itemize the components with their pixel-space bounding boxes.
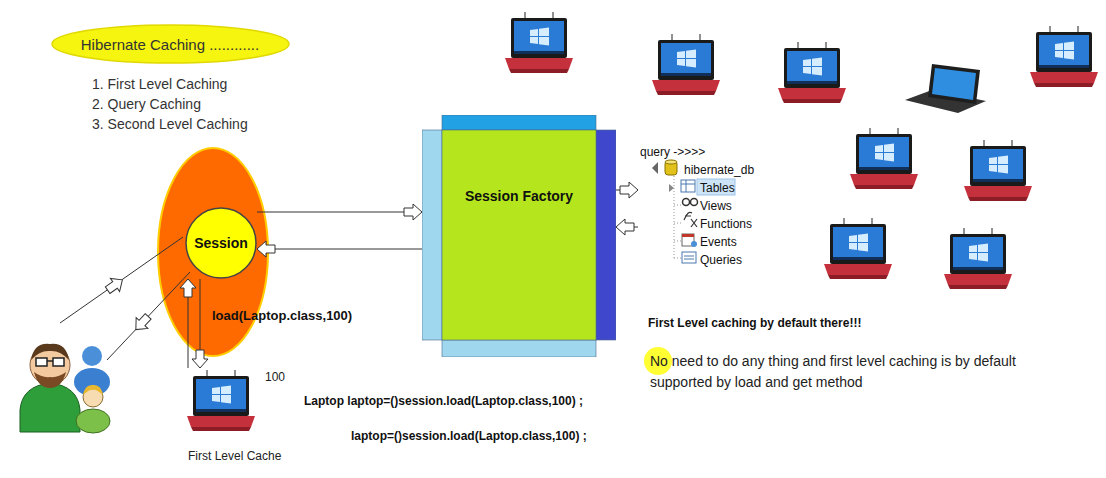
connector-arrow (188, 279, 189, 368)
user-figures (36, 358, 47, 366)
laptop-crowd (1030, 26, 1098, 87)
user-figures (20, 344, 110, 433)
database-tree-icons (684, 259, 694, 260)
tablet-icon (928, 64, 980, 104)
session-circle-text: Session (194, 235, 248, 251)
database-tree-icons (652, 162, 658, 174)
cache-laptop (187, 370, 255, 431)
database-tree-text: Events (700, 233, 737, 251)
code-line: laptop=()session.load(Laptop.class,100) … (351, 429, 587, 444)
session-ellipse (158, 148, 268, 356)
database-tree-icons (674, 241, 682, 242)
laptop-crowd (778, 42, 846, 103)
session-factory-box: Session Factory (422, 115, 616, 357)
session-factory-box-text: Session Factory (422, 187, 616, 205)
database-tree-icons (674, 205, 682, 206)
connector-arrow (200, 279, 201, 368)
note-text: No need to do any thing and first level … (650, 351, 1055, 393)
user-request-arrows (60, 237, 183, 323)
laptop-crowd (964, 140, 1032, 201)
tablet-icon (905, 90, 986, 113)
connector-arrow (616, 190, 638, 191)
user-figures (34, 372, 66, 388)
laptop-crowd (652, 34, 720, 95)
session-factory-box-panel (442, 340, 596, 357)
user-request-arrows (107, 272, 190, 360)
connector-arrow (616, 227, 638, 228)
database-tree-icons (681, 184, 695, 185)
laptop-crowd (944, 228, 1012, 289)
database-tree-icons (682, 234, 694, 237)
first-level-cache-text: First Level Cache (188, 448, 281, 464)
cache-laptop (187, 370, 255, 431)
database-tree-text: Functions (700, 215, 752, 233)
session-factory-box-panel (442, 115, 596, 130)
tablet-icon (932, 68, 976, 100)
database-tree-text: Tables (700, 179, 735, 197)
database-tree-icons (665, 161, 677, 175)
list-item: 2. Query Caching (92, 95, 201, 113)
database-tree-icons (682, 252, 696, 263)
user-request-arrows (130, 311, 154, 335)
session-factory-box-panel (596, 130, 616, 340)
database-tree-icons (684, 256, 694, 257)
database-tree-icons (683, 199, 690, 206)
database-tree-icons (665, 160, 677, 164)
database-tree: query ->>>>hibernate_dbTablesViewsFuncti… (638, 143, 768, 273)
session-factory-box-panel (442, 130, 596, 340)
database-tree-icons (681, 180, 695, 192)
user-figures (31, 344, 69, 360)
database-tree-text: query ->>>> (640, 143, 705, 161)
tablet-icon (905, 64, 986, 113)
user-figures (82, 346, 102, 366)
connector-arrow (257, 249, 422, 250)
method-call-label: load(Laptop.class,100) (212, 308, 352, 324)
user-request-arrows (60, 237, 190, 360)
database-tree-icons (691, 241, 697, 247)
title-ellipse: Hibernate Caching ............ (51, 24, 290, 64)
title-ellipse-outline (52, 25, 289, 63)
list-item: 1. First Level Caching (92, 75, 227, 93)
user-figures (83, 385, 103, 395)
database-tree-text: Queries (700, 251, 742, 269)
database-tree-icons (674, 176, 675, 258)
user-figures (74, 368, 110, 396)
database-tree-icons (674, 258, 682, 259)
connector-arrow (257, 212, 422, 213)
database-tree-icons (682, 234, 694, 246)
note-heading: First Level caching by default there!!! (648, 316, 861, 331)
database-tree-icons (674, 223, 682, 224)
user-figures (76, 409, 110, 433)
database-tree-icons (686, 180, 687, 192)
database-tree-icons (669, 184, 674, 192)
session-circle-outline (186, 208, 256, 278)
title-ellipse-text: Hibernate Caching ............ (81, 36, 259, 53)
user-figures (53, 358, 64, 366)
laptop-crowd (850, 128, 918, 189)
list-item: 3. Second Level Caching (92, 115, 248, 133)
user-figures (83, 387, 103, 407)
user-figures (20, 383, 80, 432)
laptop-crowd (824, 218, 892, 279)
database-tree-icons (691, 199, 698, 206)
user-figures (30, 345, 70, 385)
database-tree-text: hibernate_db (684, 161, 754, 179)
session-factory-box-outline (422, 115, 616, 357)
database-tree-text: Views (700, 197, 732, 215)
code-line: Laptop laptop=()session.load(Laptop.clas… (304, 394, 583, 409)
session-factory-box-panel (422, 130, 442, 340)
database-tree-icons (684, 212, 697, 227)
laptop-crowd (505, 12, 573, 73)
session-circle: Session (185, 207, 257, 279)
user-figures (47, 360, 53, 362)
callout-number: 100 (265, 370, 285, 385)
session-ellipse (158, 148, 268, 356)
user-request-arrows (103, 273, 127, 296)
